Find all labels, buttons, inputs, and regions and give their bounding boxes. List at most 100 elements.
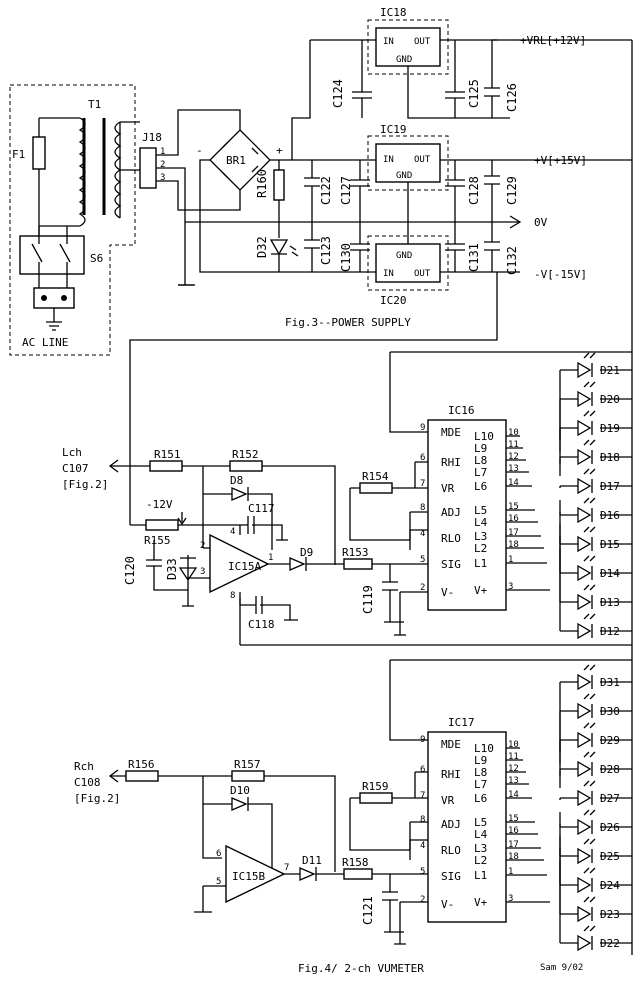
led-label: D21 — [600, 364, 620, 377]
ic16-pin-l3: L3 — [474, 530, 487, 543]
bridge-label: BR1 — [226, 154, 246, 167]
cap-c123: C123 — [319, 236, 333, 265]
led-d24: D24 — [559, 836, 632, 894]
j18-pin-3: 3 — [160, 173, 165, 183]
ic17-pin-num: 11 — [508, 752, 519, 762]
transformer-enclosure — [9, 84, 136, 356]
ic17-pin-sig: SIG — [441, 870, 461, 883]
ic17-pin-num: 3 — [508, 894, 513, 904]
ic15a-pin-8: 8 — [230, 591, 235, 601]
opamp-ic15a — [209, 533, 270, 594]
transformer-t1 — [39, 117, 140, 227]
ic17-pin-num: 2 — [420, 895, 425, 905]
ic17-pin-num: 14 — [508, 790, 519, 800]
led-d21: D21 — [559, 352, 632, 440]
lch-fig2: [Fig.2] — [62, 478, 108, 491]
fuse-label: F1 — [12, 148, 25, 161]
led-d29: D29 — [559, 722, 632, 776]
ic17-pin-num: 15 — [508, 814, 519, 824]
resistor-r156 — [125, 770, 159, 782]
c120-label: C120 — [123, 556, 137, 585]
led-label: D18 — [600, 451, 620, 464]
fig3-caption: Fig.3--POWER SUPPLY — [285, 316, 411, 329]
ic16-pin-num: 18 — [508, 540, 519, 550]
cap-c131: C131 — [467, 243, 481, 272]
cap-c122: C122 — [319, 176, 333, 205]
ic16-pin-num: 8 — [420, 503, 425, 513]
rch-c108: C108 — [74, 776, 101, 789]
ic16-pin-num: 11 — [508, 440, 519, 450]
ic16-pin-num: 6 — [420, 453, 425, 463]
ic17-pin-num: 18 — [508, 852, 519, 862]
ic17-pin-num: 9 — [420, 735, 425, 745]
ic16-pin-num: 2 — [420, 583, 425, 593]
led-d30: D30 — [559, 693, 632, 764]
ic16-pin-mde: MDE — [441, 426, 461, 439]
ic16-pin-adj: ADJ — [441, 506, 461, 519]
transformer-label: T1 — [88, 98, 101, 111]
led-label: D15 — [600, 538, 620, 551]
ic17-pin-l8: L8 — [474, 766, 487, 779]
ic17-pin-num: 8 — [420, 815, 425, 825]
minus12v-label: -12V — [146, 498, 173, 511]
ac-plug — [33, 287, 75, 309]
ic16-pin-num: 12 — [508, 452, 519, 462]
c117-label: C117 — [248, 502, 275, 515]
resistor-r154 — [359, 482, 393, 494]
r151-label: R151 — [154, 448, 181, 461]
rch-label: Rch — [74, 760, 94, 773]
ic18-pin-gnd: GND — [396, 55, 412, 65]
resistor-r159 — [359, 792, 393, 804]
ic19-pin-out: OUT — [414, 155, 431, 165]
opamp-ic15b — [225, 844, 286, 904]
led-d20: D20 — [559, 381, 632, 452]
connector-label: J18 — [142, 131, 162, 144]
ic17-pin-l3: L3 — [474, 842, 487, 855]
ic19-pin-gnd: GND — [396, 171, 412, 181]
ic16-pin-vr: VR — [441, 482, 455, 495]
ic17-pin-num: 12 — [508, 764, 519, 774]
ic17-pin-v: V- — [441, 898, 454, 911]
led-d23: D23 — [559, 848, 632, 923]
led-label: D13 — [600, 596, 620, 609]
ic16-label: IC16 — [448, 404, 475, 417]
regulator-ic19 — [375, 143, 441, 183]
led-label: D12 — [600, 625, 620, 638]
r154-label: R154 — [362, 470, 389, 483]
ic17-pin-num: 6 — [420, 765, 425, 775]
led-d16: D16 — [559, 497, 632, 524]
led-d15: D15 — [559, 512, 632, 553]
led-label: D29 — [600, 734, 620, 747]
ic16-pin-num: 5 — [420, 555, 425, 565]
ic15b-pin-5: 5 — [216, 877, 221, 887]
led-d25: D25 — [559, 824, 632, 865]
ic15b-label: IC15B — [232, 870, 265, 883]
led-label: D30 — [600, 705, 620, 718]
led-d26: D26 — [559, 809, 632, 836]
ic17-pin-l2: L2 — [474, 854, 487, 867]
bridge-minus: - — [196, 144, 203, 157]
ic17-pin-l5: L5 — [474, 816, 487, 829]
ac-line-label: AC LINE — [22, 336, 68, 349]
switch-label: S6 — [90, 252, 103, 265]
ic17-pin-l1: L1 — [474, 869, 487, 882]
ic18-pin-in: IN — [383, 37, 394, 47]
ic19-label: IC19 — [380, 123, 407, 136]
led-d18: D18 — [559, 439, 632, 476]
ic17-pin-v: V+ — [474, 896, 488, 909]
j18-pin-2: 2 — [160, 160, 165, 170]
cap-c127: C127 — [339, 176, 353, 205]
led-d27: D27 — [559, 780, 632, 807]
ic17-pin-rhi: RHI — [441, 768, 461, 781]
ic16-pin-l6: L6 — [474, 480, 487, 493]
ic17-pin-l4: L4 — [474, 828, 488, 841]
ic16-pin-num: 15 — [508, 502, 519, 512]
led-d31: D31 — [559, 664, 632, 752]
led-d12: D12 — [559, 548, 632, 640]
cap-c124: C124 — [331, 79, 345, 108]
ic17-pin-l10: L10 — [474, 742, 494, 755]
